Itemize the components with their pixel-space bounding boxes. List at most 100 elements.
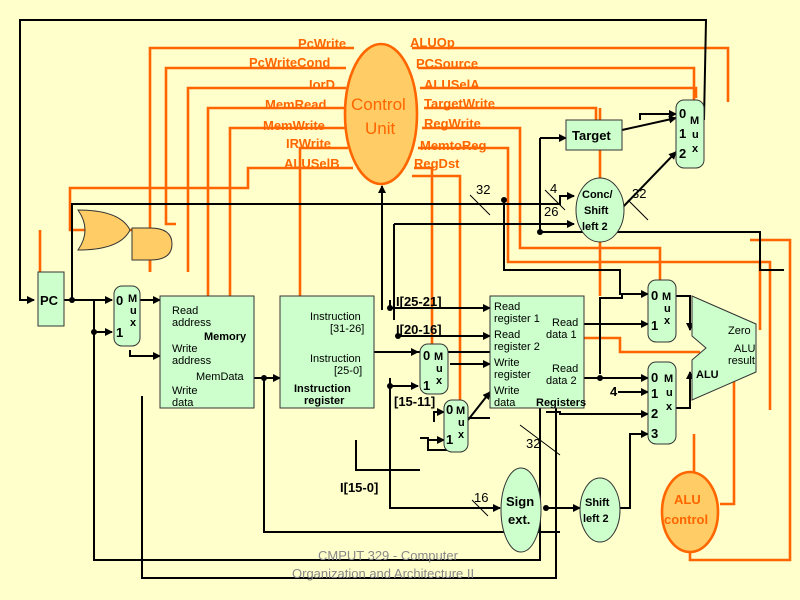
bus-i15-11: [15-11]: [394, 394, 435, 409]
mux-iord-in1: 1: [116, 325, 123, 340]
slash-16: [471, 499, 489, 517]
signext-line1: Sign: [506, 494, 534, 509]
junction: [261, 375, 267, 381]
alu-control: [660, 470, 720, 554]
mux-regdst-in1: 1: [423, 378, 430, 393]
iord-wire: [186, 86, 346, 272]
alu-result-1: ALU: [734, 343, 755, 355]
regwrite-wire: [418, 146, 772, 410]
ir-31-26-2: [31-26]: [330, 323, 364, 335]
mux-pcsrc-m: M: [690, 115, 699, 127]
regs-write-data-2: data: [494, 397, 516, 409]
bus-i25-21: I[25-21]: [396, 294, 442, 309]
signal-regdst: RegDst: [414, 156, 460, 171]
or-gate: [77, 209, 131, 251]
junction: [501, 197, 507, 203]
ir-title-2: register: [304, 395, 345, 407]
mux-regdst: [419, 343, 449, 395]
regs-read-data1-1: Read: [552, 317, 578, 329]
pcwritecond-wire: [164, 66, 346, 226]
memread-wire: [206, 106, 345, 296]
regs-write-data-1: Write: [494, 385, 519, 397]
mux-alua-in0: 0: [651, 288, 658, 303]
control-unit-line2: Unit: [365, 119, 396, 138]
mux-pcsrc-x: x: [692, 143, 699, 155]
write-address-wire: [129, 350, 161, 360]
mux-memtoreg-u: u: [458, 417, 465, 429]
memtoreg-in0: [433, 408, 445, 422]
bit-width-marks: [469, 189, 649, 517]
junction: [543, 505, 549, 511]
ir-25-0-2: [25-0]: [334, 365, 362, 377]
mux-regdst-in0: 0: [423, 348, 430, 363]
registers-block: [489, 295, 585, 409]
mux-pcsrc-u: u: [692, 129, 699, 141]
memory-read-address-1: Read: [172, 305, 198, 317]
memory-mem-data: MemData: [196, 371, 245, 383]
slash-32-conc: [627, 199, 649, 221]
regs-title: Registers: [536, 397, 586, 409]
footer-line2: Organization and Architecture II: [292, 566, 474, 581]
signal-iord: IorD: [309, 77, 335, 92]
alusela-wire: [422, 126, 662, 282]
mux-memtoreg-m: M: [456, 405, 465, 417]
pc-loop-wire: [19, 19, 708, 304]
ir-31-26-1: Instruction: [310, 311, 361, 323]
conc-line2: Shift: [584, 205, 609, 217]
pc-to-conc-wire: [71, 192, 575, 300]
regs-read-reg2-1: Read: [494, 329, 520, 341]
signal-aluop: ALUOp: [410, 35, 455, 50]
control-unit: [343, 42, 419, 186]
sign-extend: [500, 467, 542, 553]
mux-pcsrc-in1: 1: [679, 126, 686, 141]
alu-control-line2: control: [664, 512, 708, 527]
junction: [537, 229, 543, 235]
mux-alua-x: x: [664, 315, 671, 327]
signal-memtoreg: MemtoReg: [420, 138, 487, 153]
mux-pcsource: [675, 99, 705, 169]
memory-title: Memory: [204, 331, 247, 343]
mux-regdst-x: x: [436, 375, 443, 387]
mux-alub-in1: 1: [651, 386, 658, 401]
regs-read-data2-2: data 2: [546, 375, 577, 387]
memwrite-wire: [228, 126, 346, 296]
mux-pcsrc-in0: 0: [679, 106, 686, 121]
target-to-pcsrc: [621, 115, 677, 131]
bus32-wire: [503, 200, 648, 295]
mux-alua-m: M: [662, 291, 671, 303]
regs-read-reg2-2: register 2: [494, 341, 540, 353]
pc-label: PC: [40, 293, 59, 308]
regs-write-reg-1: Write: [494, 357, 519, 369]
alu-block: [691, 295, 757, 401]
width-32-mid: 32: [526, 436, 540, 451]
pcsource-wire: [418, 66, 696, 100]
control-unit-line1: Control: [351, 95, 406, 114]
alub-in2: [546, 410, 649, 418]
bus-i15-0: I[15-0]: [340, 480, 378, 495]
mux-alub-in2: 2: [651, 406, 658, 421]
bus-15-0-branch: [355, 440, 420, 471]
width-32-top: 32: [476, 182, 490, 197]
bus-i20-16: I[20-16]: [396, 322, 442, 337]
junction: [91, 329, 97, 335]
target-label: Target: [572, 128, 611, 143]
mux-iord-m: M: [128, 293, 137, 305]
mux-memtoreg: [443, 399, 469, 453]
mux-memtoreg-in0: 0: [446, 402, 453, 417]
mux-alua-u: u: [664, 303, 671, 315]
regdst-wire: [412, 174, 462, 404]
alu-control-line1: ALU: [674, 492, 701, 507]
signext-line2: ext.: [508, 512, 530, 527]
irwrite-wire: [298, 146, 348, 296]
slash-4: [544, 189, 566, 211]
signal-pcwritecond: PcWriteCond: [249, 55, 330, 70]
signal-pcsource: PCSource: [416, 56, 478, 71]
alu-result-loop: [539, 138, 784, 271]
mux-alub-u: u: [666, 387, 673, 399]
const-4: 4: [610, 384, 618, 399]
junction: [387, 383, 393, 389]
alub-out: [676, 371, 694, 409]
junction: [597, 375, 603, 381]
alu-label: ALU: [696, 369, 719, 381]
